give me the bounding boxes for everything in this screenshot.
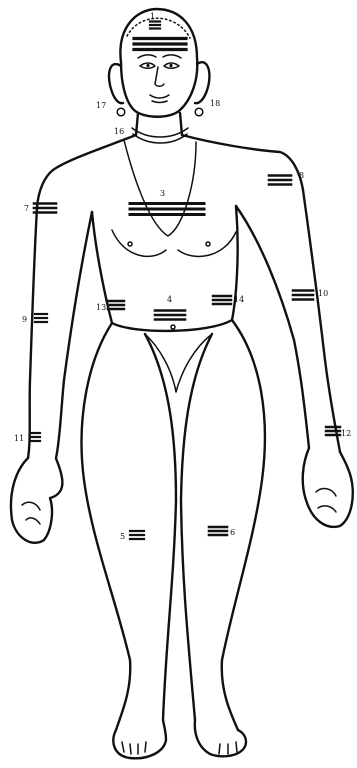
- label-mark-12: 12: [341, 429, 351, 438]
- left-foot: [195, 720, 246, 756]
- right-hand: [11, 458, 62, 543]
- left-leg-outer: [222, 320, 265, 730]
- label-mark-9: 9: [22, 315, 27, 324]
- mouth: [150, 95, 169, 98]
- label-mark-3: 3: [160, 189, 165, 198]
- right-leg-outer: [82, 323, 131, 730]
- right-nipple: [128, 242, 132, 246]
- tilaka-mark-1: [150, 22, 160, 29]
- neck-collar: [132, 128, 188, 137]
- tilaka-mark-12: [326, 427, 340, 435]
- label-mark-18: 18: [210, 99, 220, 108]
- tilaka-mark-4: [155, 311, 185, 320]
- tilaka-mark-13: [108, 301, 124, 309]
- right-earring: [117, 108, 125, 116]
- tilaka-mark-9: [35, 314, 47, 322]
- label-mark-14: 14: [234, 295, 244, 304]
- tilaka-marks: [30, 22, 340, 540]
- right-leg-inner: [145, 334, 176, 720]
- left-nipple: [206, 242, 210, 246]
- right-arm-inner: [56, 212, 92, 458]
- right-eyebrow: [138, 55, 156, 58]
- left-arm-outer: [303, 190, 340, 452]
- left-hand: [303, 448, 353, 527]
- right-arm: [11, 208, 92, 543]
- left-arm-inner: [236, 206, 309, 448]
- right-shoulder-line: [37, 135, 136, 208]
- right-foot: [113, 720, 166, 758]
- tilaka-mark-10: [293, 291, 313, 300]
- groin-line: [145, 334, 212, 392]
- label-mark-13: 13: [96, 303, 106, 312]
- label-mark-8: 8: [299, 171, 304, 180]
- neck: [124, 113, 196, 236]
- nose: [155, 67, 164, 86]
- necklace: [124, 140, 196, 236]
- tilaka-mark-8: [269, 176, 291, 185]
- tilaka-mark-2: [134, 39, 186, 50]
- label-mark-6: 6: [230, 528, 235, 537]
- tilaka-mark-3: [130, 204, 204, 215]
- legs: [82, 320, 265, 758]
- tilaka-mark-11: [30, 433, 40, 441]
- right-pectoral: [112, 230, 166, 256]
- navel: [171, 325, 175, 329]
- left-earring: [195, 108, 203, 116]
- label-mark-17: 17: [96, 101, 106, 110]
- label-mark-4: 4: [167, 295, 172, 304]
- tilaka-mark-14: [213, 296, 231, 304]
- label-mark-5: 5: [120, 532, 125, 541]
- left-leg-inner: [181, 334, 212, 720]
- tilaka-mark-6: [209, 527, 227, 535]
- label-mark-11: 11: [14, 434, 24, 443]
- left-pectoral: [178, 232, 236, 256]
- label-mark-16: 16: [114, 127, 124, 136]
- left-shoulder-line: [182, 135, 303, 190]
- label-mark-7: 7: [24, 204, 29, 213]
- label-mark-1: 1: [150, 12, 155, 21]
- right-arm-outer: [28, 208, 37, 458]
- left-eyebrow: [163, 55, 181, 58]
- tilaka-mark-5: [130, 531, 144, 539]
- label-mark-10: 10: [318, 289, 328, 298]
